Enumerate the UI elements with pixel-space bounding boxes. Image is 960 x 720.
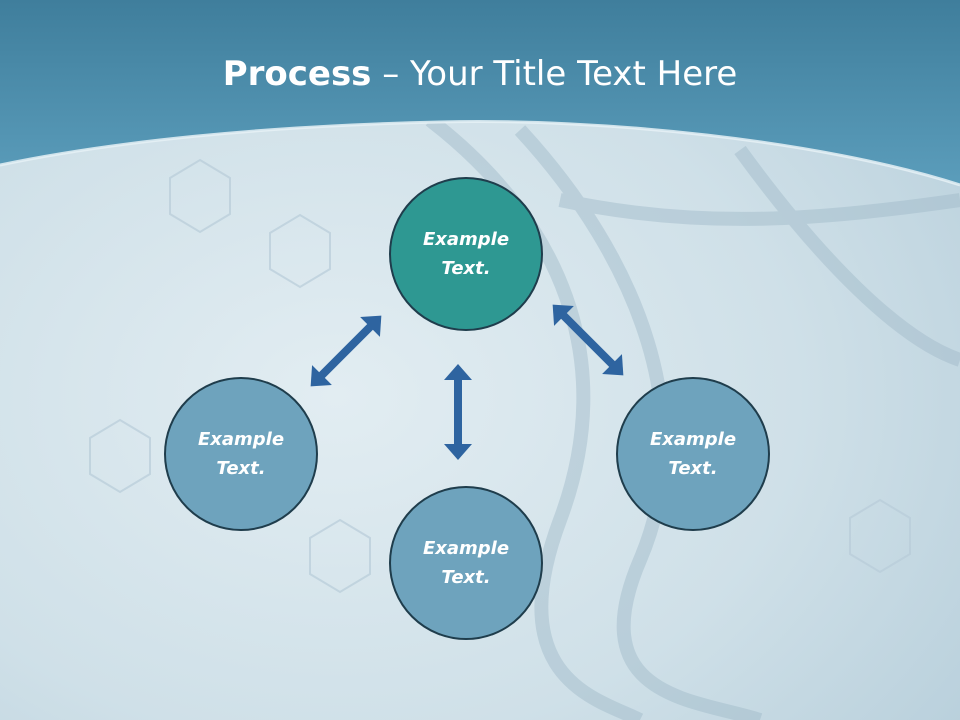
title-rest: – Your Title Text Here xyxy=(371,54,738,94)
arrow-vertical xyxy=(444,364,472,460)
slide-title: Process – Your Title Text Here xyxy=(0,52,960,96)
title-bold: Process xyxy=(222,54,372,94)
node-bottom-line1: Example xyxy=(422,538,510,559)
node-top-line2: Text. xyxy=(441,258,491,279)
node-top-line1: Example xyxy=(422,229,510,250)
node-left-line2: Text. xyxy=(216,458,266,479)
node-left-line1: Example xyxy=(197,429,285,450)
arrow-top-right xyxy=(552,304,624,376)
node-right-line2: Text. xyxy=(668,458,718,479)
node-bottom-line2: Text. xyxy=(441,567,491,588)
arrow-top-left xyxy=(310,315,382,387)
node-right-line1: Example xyxy=(649,429,737,450)
